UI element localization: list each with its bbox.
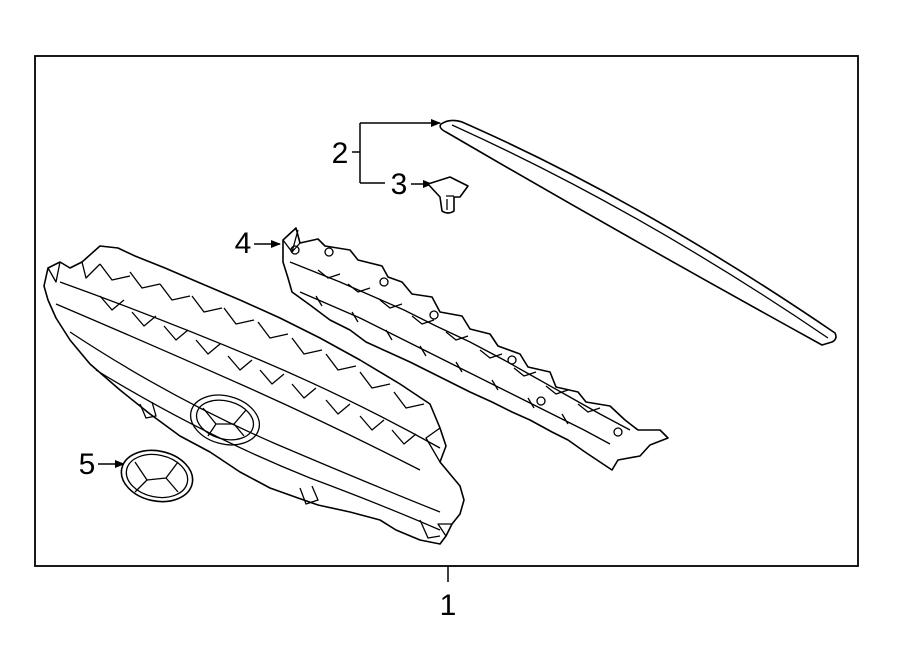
emblem-part-5 xyxy=(120,449,194,503)
diagram-frame xyxy=(34,55,859,567)
callout-2-leader xyxy=(352,119,441,184)
grille-part-1 xyxy=(43,245,465,545)
molding-part-2 xyxy=(439,119,837,346)
callout-4: 4 xyxy=(235,227,252,260)
callout-2: 2 xyxy=(332,137,349,170)
callout-1: 1 xyxy=(440,589,457,622)
callout-3: 3 xyxy=(391,168,408,201)
support-bracket-part-4 xyxy=(282,227,669,471)
clip-part-3 xyxy=(427,176,469,214)
callout-5: 5 xyxy=(79,448,96,481)
